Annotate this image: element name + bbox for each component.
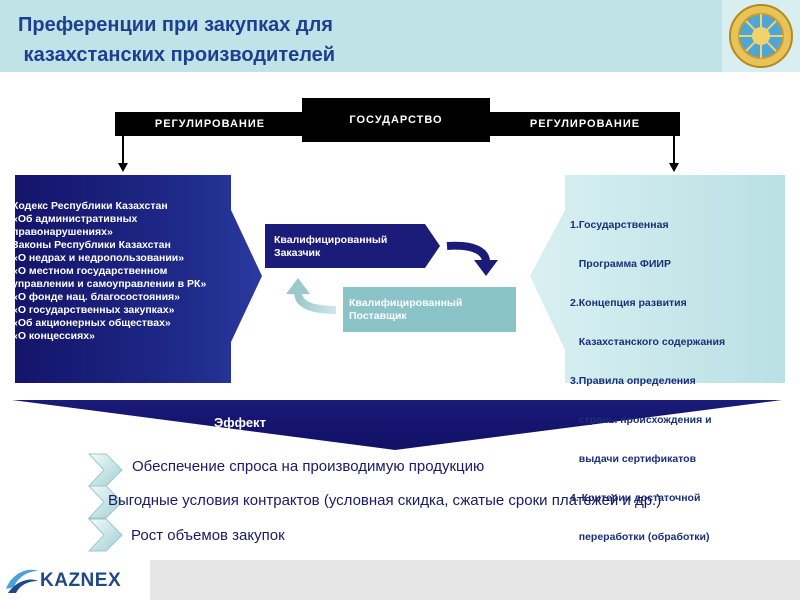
legislation-line: «О государственных закупках» bbox=[12, 304, 175, 316]
customer-label: Квалифицированный Заказчик bbox=[274, 234, 387, 260]
customer-label-line: Заказчик bbox=[274, 247, 321, 259]
state-box: ГОСУДАРСТВО bbox=[302, 98, 490, 142]
effect-item: Обеспечение спроса на производимую проду… bbox=[132, 458, 485, 475]
emblem-seal bbox=[722, 0, 800, 72]
chevron-bullet-icon bbox=[87, 485, 123, 519]
page-title: Преференции при закупках для казахстанск… bbox=[18, 14, 336, 66]
chevron-bullet-icon bbox=[87, 518, 123, 552]
kaznex-logo-icon bbox=[6, 569, 38, 593]
legislation-list: Кодекс Республики Казахстан «Об админист… bbox=[12, 200, 237, 343]
programs-line: 4. Критерии достаточной bbox=[570, 492, 701, 504]
footer-logo-area bbox=[0, 560, 150, 600]
curved-arrow-up-icon bbox=[286, 278, 337, 314]
effect-arrow bbox=[12, 400, 782, 450]
regulation-bar-left: РЕГУЛИРОВАНИЕ bbox=[115, 112, 305, 136]
legislation-line: «О недрах и недропользовании» bbox=[12, 252, 185, 264]
supplier-label: Квалифицированный Поставщик bbox=[349, 297, 462, 323]
programs-line: Программа ФИИР bbox=[570, 258, 671, 270]
programs-line: страны происхождения и bbox=[570, 414, 712, 426]
effect-item: Выгодные условия контрактов (условная ск… bbox=[108, 492, 662, 509]
legislation-line: Кодекс Республики Казахстан bbox=[12, 200, 168, 212]
programs-line: 1.Государственная bbox=[570, 219, 669, 231]
supplier-label-line: Квалифицированный bbox=[349, 297, 463, 309]
legislation-panel bbox=[15, 175, 262, 383]
legislation-line: «Об акционерных обществах» bbox=[12, 317, 171, 329]
supplier-box bbox=[343, 287, 516, 332]
customer-label-line: Квалифицированный bbox=[274, 234, 388, 246]
legislation-line: «О фонде нац. благосостояния» bbox=[12, 291, 180, 303]
chevron-bullet-icon bbox=[87, 453, 123, 487]
legislation-line: «О местном государственном bbox=[12, 265, 168, 277]
programs-line: переработки (обработки) bbox=[570, 531, 710, 543]
legislation-line: «О концессиях» bbox=[12, 330, 95, 342]
connector-left bbox=[118, 136, 128, 172]
regulation-bar-right: РЕГУЛИРОВАНИЕ bbox=[490, 112, 680, 136]
legislation-line: «Об административных bbox=[12, 213, 138, 225]
legislation-line: правонарушениях» bbox=[12, 226, 113, 238]
effect-item: Рост объемов закупок bbox=[131, 527, 285, 544]
legislation-line: управлении и самоуправлении в РК» bbox=[12, 278, 207, 290]
programs-line: 2.Концепция развития bbox=[570, 297, 687, 309]
programs-line: Казахстанского содержания bbox=[570, 336, 726, 348]
header-band bbox=[0, 0, 800, 72]
curved-arrow-down-icon bbox=[446, 241, 498, 276]
effect-label: Эффект bbox=[214, 415, 266, 430]
supplier-label-line: Поставщик bbox=[349, 310, 407, 322]
customer-box bbox=[265, 224, 440, 268]
connector-right bbox=[669, 136, 679, 172]
programs-list: 1.Государственная Программа ФИИР 2.Конце… bbox=[570, 193, 780, 557]
legislation-line: Законы Республики Казахстан bbox=[12, 239, 171, 251]
programs-line: выдачи сертификатов bbox=[570, 453, 697, 465]
kaznex-logo-text: KAZNEX bbox=[40, 570, 122, 591]
programs-line: 3.Правила определения bbox=[570, 375, 696, 387]
programs-panel bbox=[530, 175, 785, 383]
